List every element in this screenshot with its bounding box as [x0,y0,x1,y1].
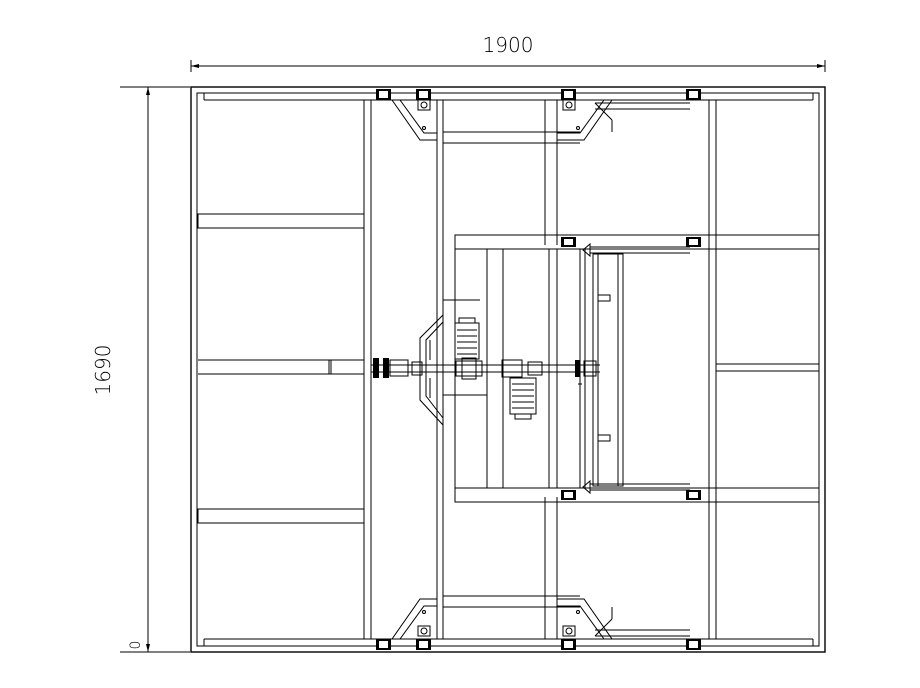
center-section [436,100,710,639]
bottom-bracket-right [557,598,613,640]
height-label: 1690 [91,345,115,396]
width-dimension: 1900 [190,33,826,72]
bearing-block [561,89,576,111]
top-bracket-left [391,99,437,141]
bearing-block [686,89,701,100]
height-dimension: 1690 0 [91,86,190,653]
gearbox-housing [419,299,487,426]
drive-shaft [371,357,600,385]
mid-top-chain [582,242,690,258]
bearing-block [561,625,576,650]
bottom-bracket-left [391,598,437,640]
gear-motor-lower [509,377,537,420]
bearing-block [416,625,431,650]
bearing-blocks [376,89,701,650]
top-chain [594,102,690,132]
gear-motor-upper [454,317,480,360]
bearing-block [376,89,391,100]
width-label: 1900 [483,33,534,57]
bearing-block [686,639,701,650]
mid-bottom-chain [582,479,690,495]
left-section [197,100,372,639]
top-bracket-right [557,99,613,141]
bearing-block [376,639,391,650]
right-section [708,100,820,639]
small-label: 0 [128,641,144,650]
bearing-block [561,237,576,247]
bearing-block [561,490,576,500]
bottom-chain [594,607,690,637]
bearing-block [686,237,701,247]
outer-frame [190,86,826,653]
bearing-block [416,89,431,111]
bearing-block [686,490,701,500]
